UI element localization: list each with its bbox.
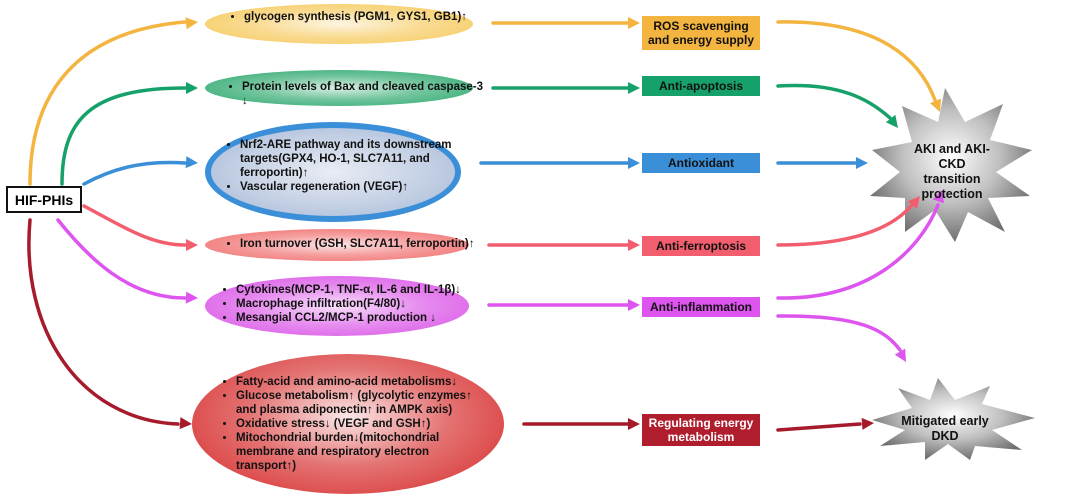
cytokines-bullets: Cytokines(MCP-1, TNF-α, IL-6 and IL-1β)↓… (222, 283, 492, 325)
nrf2-effect-box: Antioxidant (642, 153, 760, 173)
nrf2-bullet: Vascular regeneration (VEGF)↑ (240, 180, 456, 194)
iron-bullets: Iron turnover (GSH, SLC7A11, ferroportin… (226, 237, 496, 251)
aki-outcome-label: AKI and AKI-CKD transition protection (914, 142, 990, 201)
apoptosis-bullets: Protein levels of Bax and cleaved caspas… (228, 80, 488, 108)
hif-to-iron-arrow (82, 204, 187, 247)
glycogen-ellipse (205, 4, 473, 44)
cytokines-to-outcome-arrow (776, 203, 940, 300)
cytokines-ellipse (205, 276, 469, 336)
glycogen-bullets: glycogen synthesis (PGM1, GYS1, GB1)↑ (230, 10, 470, 24)
hif-to-apoptosis-arrow (60, 86, 187, 186)
metabolism-effect-box: Regulating energy metabolism (642, 414, 760, 446)
cytokines-bullet: Cytokines(MCP-1, TNF-α, IL-6 and IL-1β)↓ (236, 283, 492, 297)
metabolism-bullets: Fatty-acid and amino-acid metabolisms↓Gl… (222, 375, 482, 473)
cytokines-to-outcome-arrowhead (894, 348, 906, 362)
apoptosis-effect-box: Anti-apoptosis (642, 76, 760, 96)
apoptosis-bullet: Protein levels of Bax and cleaved caspas… (242, 80, 488, 108)
hif-to-metabolism-arrowhead (179, 417, 192, 430)
hif-to-metabolism-arrow (27, 218, 180, 426)
hif-to-glycogen-arrowhead (185, 17, 198, 30)
cytokines-to-outcome-arrowhead (932, 190, 944, 204)
hif-to-nrf2-arrow (82, 160, 187, 186)
metabolism-bullet: Glucose metabolism↑ (glycolytic enzymes↑… (236, 389, 482, 417)
hif-to-cytokines-arrowhead (185, 291, 198, 304)
nrf2-to-outcome-arrowhead (856, 157, 868, 169)
metabolism-bullet: Mitochondrial burden↓(mitochondrial memb… (236, 431, 482, 473)
metabolism-to-outcome-arrowhead (861, 417, 874, 430)
cytokines-bullet: Macrophage infiltration(F4/80)↓ (236, 297, 492, 311)
glycogen-to-effect-arrowhead (628, 17, 640, 29)
metabolism-to-effect-arrowhead (628, 418, 640, 430)
glycogen-bullet: glycogen synthesis (PGM1, GYS1, GB1)↑ (244, 10, 470, 24)
dkd-star-shape (872, 378, 1035, 460)
hif-to-glycogen-arrow (28, 20, 187, 186)
glycogen-effect-box: ROS scavenging and energy supply (642, 16, 760, 50)
nrf2-to-effect-arrowhead (628, 157, 640, 169)
hif-phis-box: HIF-PHIs (6, 186, 82, 213)
iron-ellipse (205, 229, 469, 261)
nrf2-ellipse (205, 122, 461, 222)
cytokines-to-outcome-arrow (776, 314, 902, 352)
nrf2-bullets: Nrf2-ARE pathway and its downstream targ… (226, 138, 456, 194)
glycogen-to-outcome-arrow (776, 20, 937, 102)
iron-to-outcome-arrow (776, 203, 914, 247)
cytokines-to-effect-arrowhead (628, 299, 640, 311)
hif-to-iron-arrowhead (186, 239, 198, 251)
nrf2-bullet: Nrf2-ARE pathway and its downstream targ… (240, 138, 456, 180)
glycogen-to-outcome-arrowhead (929, 98, 942, 112)
apoptosis-to-effect-arrowhead (628, 82, 640, 94)
apoptosis-ellipse (205, 70, 473, 106)
apoptosis-to-outcome-arrowhead (885, 114, 898, 128)
metabolism-bullet: Fatty-acid and amino-acid metabolisms↓ (236, 375, 482, 389)
iron-to-outcome-arrowhead (907, 196, 920, 210)
hif-to-nrf2-arrowhead (185, 156, 198, 169)
hif-to-apoptosis-arrowhead (186, 82, 198, 94)
iron-effect-box: Anti-ferroptosis (642, 236, 760, 256)
dkd-outcome-label: Mitigated early DKD (901, 414, 989, 443)
cytokines-effect-box: Anti-inflammation (642, 297, 760, 317)
apoptosis-to-outcome-arrow (776, 83, 892, 120)
cytokines-bullet: Mesangial CCL2/MCP-1 production ↓ (236, 311, 492, 325)
iron-to-effect-arrowhead (628, 239, 640, 251)
iron-bullet: Iron turnover (GSH, SLC7A11, ferroportin… (240, 237, 496, 251)
hif-to-cytokines-arrow (56, 218, 187, 300)
metabolism-to-outcome-arrow (776, 422, 862, 432)
metabolism-ellipse (192, 354, 504, 494)
metabolism-bullet: Oxidative stress↓ (VEGF and GSH↑) (236, 417, 482, 431)
